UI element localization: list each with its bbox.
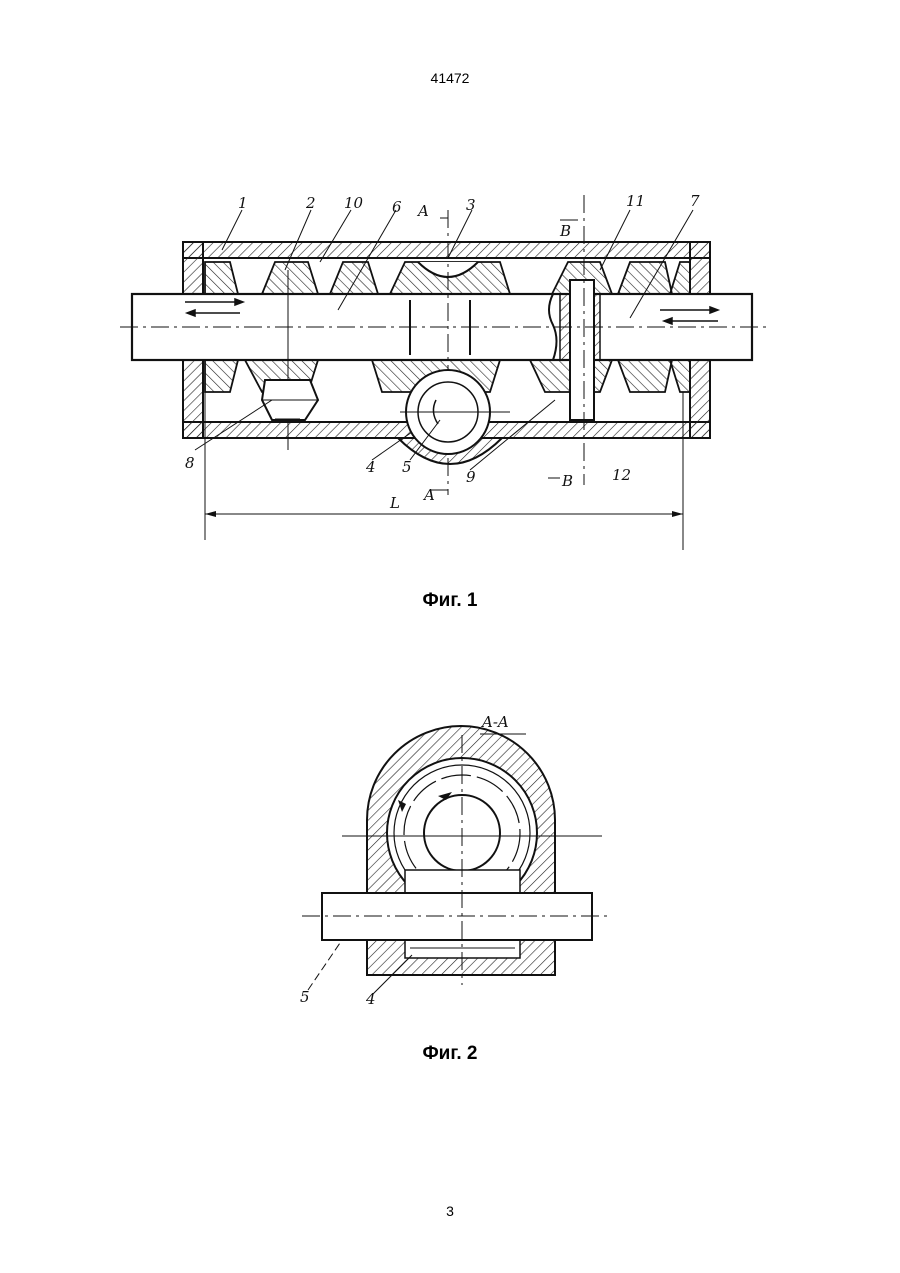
section-housing	[367, 726, 555, 975]
label-6: 6	[392, 198, 402, 216]
label-3: 3	[466, 196, 476, 214]
page-number: 3	[0, 1203, 900, 1219]
figure-1-drawing: 1 2 10 6 3 11 7 8 4 5 9 12 A A B B L	[0, 0, 900, 570]
locking-pin	[570, 280, 594, 420]
figure-1-caption: Фиг. 1	[0, 590, 900, 612]
label-2: 2	[305, 194, 316, 212]
label-1: 1	[238, 194, 248, 212]
label-12: 12	[612, 466, 631, 484]
section-title: A-A	[480, 713, 509, 731]
section-mark-a-top: A	[416, 202, 429, 220]
label-8: 8	[185, 454, 195, 472]
section-mark-b-top: B	[559, 222, 571, 240]
section-rod	[322, 893, 592, 940]
label-10: 10	[344, 194, 364, 212]
label-9: 9	[466, 468, 476, 486]
label-7: 7	[690, 192, 700, 210]
fig2-label-5: 5	[300, 988, 310, 1006]
figure-2-caption: Фиг. 2	[0, 1043, 900, 1065]
housing-top-wall	[183, 242, 710, 258]
label-5: 5	[402, 458, 412, 476]
fig2-label-4: 4	[365, 990, 376, 1008]
section-mark-a-bottom: A	[422, 486, 435, 504]
section-mark-b-bottom: B	[561, 472, 573, 490]
section-bore	[387, 758, 537, 908]
dimension-l: L	[389, 494, 400, 512]
label-4: 4	[365, 458, 376, 476]
label-11: 11	[626, 192, 645, 210]
section-roller	[424, 795, 500, 871]
